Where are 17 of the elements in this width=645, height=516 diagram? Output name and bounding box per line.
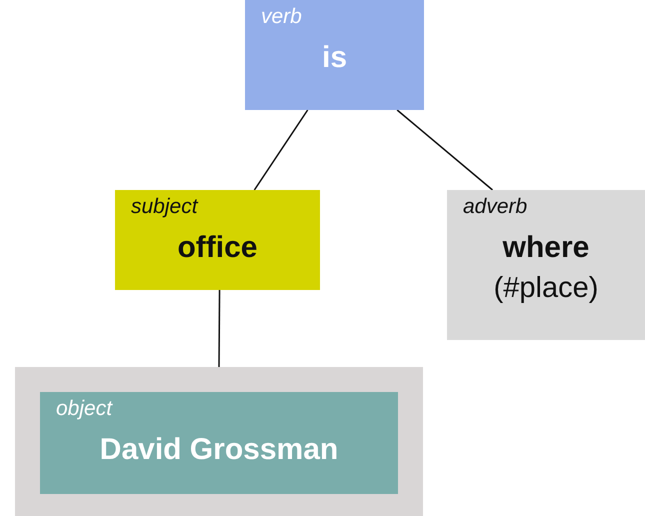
verb-box <box>245 0 424 110</box>
word-label: office <box>176 230 258 266</box>
word-label: David Grossman <box>98 432 340 468</box>
note-label: (#place) <box>492 271 600 306</box>
connector-line <box>254 110 308 190</box>
role-label: adverb <box>463 194 528 220</box>
role-label: object <box>56 396 112 422</box>
role-label: verb <box>261 4 302 30</box>
adverb-box <box>447 190 645 340</box>
connector-line <box>218 290 220 367</box>
object-box <box>40 392 398 494</box>
word-label: is <box>320 40 348 76</box>
subject-box <box>115 190 320 290</box>
group-box <box>15 367 423 516</box>
connector-line <box>396 109 494 191</box>
role-label: subject <box>131 194 198 220</box>
word-label: where <box>502 230 590 266</box>
